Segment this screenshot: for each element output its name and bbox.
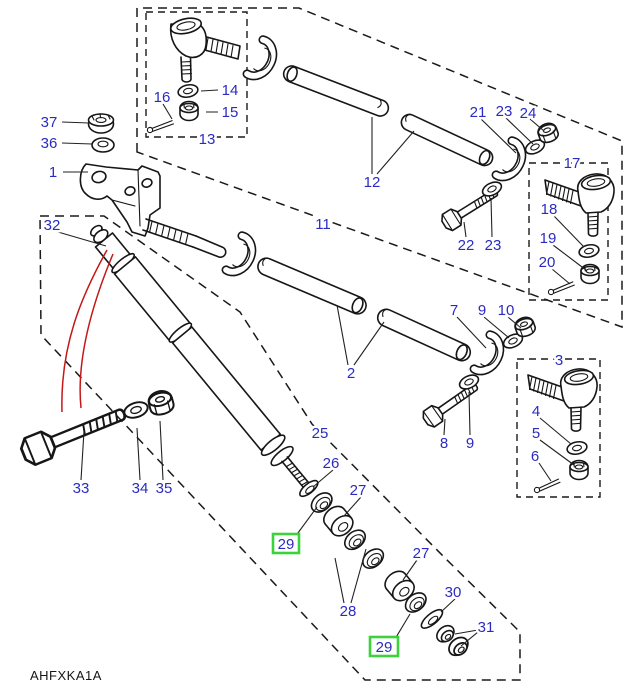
part-label-22[interactable]: 22	[455, 235, 477, 257]
part-label-3[interactable]: 3	[552, 350, 565, 372]
part-label-9b[interactable]: 9	[463, 433, 476, 455]
part-label-23a[interactable]: 23	[493, 101, 515, 123]
part-tie-rod-end-13	[169, 17, 241, 83]
part-label-37[interactable]: 37	[38, 112, 60, 134]
part-label-23b[interactable]: 23	[482, 235, 504, 257]
part-bolt-33	[16, 398, 131, 469]
part-label-15[interactable]: 15	[219, 102, 241, 124]
part-label-26[interactable]: 26	[320, 453, 342, 475]
part-castle-nut-15	[179, 100, 199, 122]
assembly-box-3	[516, 358, 601, 498]
part-label-25[interactable]: 25	[309, 423, 331, 445]
part-label-36[interactable]: 36	[38, 133, 60, 155]
part-label-10[interactable]: 10	[495, 300, 517, 322]
part-label-14[interactable]: 14	[219, 80, 241, 102]
part-label-32[interactable]: 32	[41, 215, 63, 237]
part-label-29b-highlighted[interactable]: 29	[373, 637, 395, 659]
part-castle-nut-19	[580, 263, 600, 285]
part-washer-14	[176, 82, 200, 100]
part-label-6[interactable]: 6	[528, 446, 541, 468]
part-label-17[interactable]: 17	[561, 153, 583, 175]
callout-red-lines	[61, 249, 114, 413]
part-label-5[interactable]: 5	[529, 423, 542, 445]
part-label-27b[interactable]: 27	[410, 543, 432, 565]
part-label-1[interactable]: 1	[46, 162, 59, 184]
part-washer-34	[121, 398, 151, 422]
part-label-8[interactable]: 8	[437, 433, 450, 455]
part-label-13[interactable]: 13	[196, 129, 218, 151]
part-locknut-37	[87, 113, 115, 134]
part-label-21[interactable]: 21	[467, 102, 489, 124]
part-castle-nut-5	[569, 459, 589, 481]
part-label-35[interactable]: 35	[153, 478, 175, 500]
part-label-31[interactable]: 31	[475, 617, 497, 639]
part-clamp-21	[496, 139, 524, 179]
part-label-16[interactable]: 16	[151, 87, 173, 109]
highlight-box-29a[interactable]	[271, 532, 301, 555]
part-label-27a[interactable]: 27	[347, 480, 369, 502]
assembly-outline-drag-link-11	[136, 7, 623, 329]
part-label-11[interactable]: 11	[313, 214, 334, 236]
part-nut-35	[145, 387, 177, 418]
callout-leader-lines	[57, 89, 587, 647]
part-label-20[interactable]: 20	[536, 252, 558, 274]
part-label-28[interactable]: 28	[337, 601, 359, 623]
assembly-outline-damper-group	[39, 215, 521, 681]
part-label-24[interactable]: 24	[517, 103, 539, 125]
part-clamp	[226, 234, 254, 274]
part-tube-12a	[282, 65, 390, 117]
part-steering-damper-25	[89, 224, 473, 661]
part-label-29a-highlighted[interactable]: 29	[275, 534, 297, 556]
assembly-box-13	[145, 11, 248, 138]
part-label-19[interactable]: 19	[537, 228, 559, 250]
part-clamp	[247, 38, 275, 78]
part-split-pin-20	[546, 281, 576, 296]
part-tie-rod-end-3	[527, 367, 598, 432]
highlight-box-29b[interactable]	[368, 635, 400, 658]
assembly-box-17	[528, 162, 609, 301]
part-tube-2a	[257, 257, 367, 315]
part-split-pin-6	[532, 478, 562, 494]
part-label-33[interactable]: 33	[70, 478, 92, 500]
part-label-12[interactable]: 12	[361, 172, 383, 194]
part-label-4[interactable]: 4	[529, 401, 542, 423]
part-label-34[interactable]: 34	[129, 478, 151, 500]
part-drop-arm-1	[79, 163, 227, 259]
part-split-pin-16	[146, 119, 175, 134]
part-washer-36	[91, 137, 115, 153]
part-label-9a[interactable]: 9	[475, 300, 488, 322]
part-washer-18	[577, 242, 601, 260]
part-label-30[interactable]: 30	[442, 582, 464, 604]
part-tube-2b	[376, 308, 472, 362]
figure-code: AHFXKA1A	[30, 668, 102, 683]
part-label-7[interactable]: 7	[447, 300, 460, 322]
part-label-18[interactable]: 18	[538, 199, 560, 221]
part-tube-12b	[400, 113, 494, 167]
part-label-2[interactable]: 2	[344, 363, 357, 385]
